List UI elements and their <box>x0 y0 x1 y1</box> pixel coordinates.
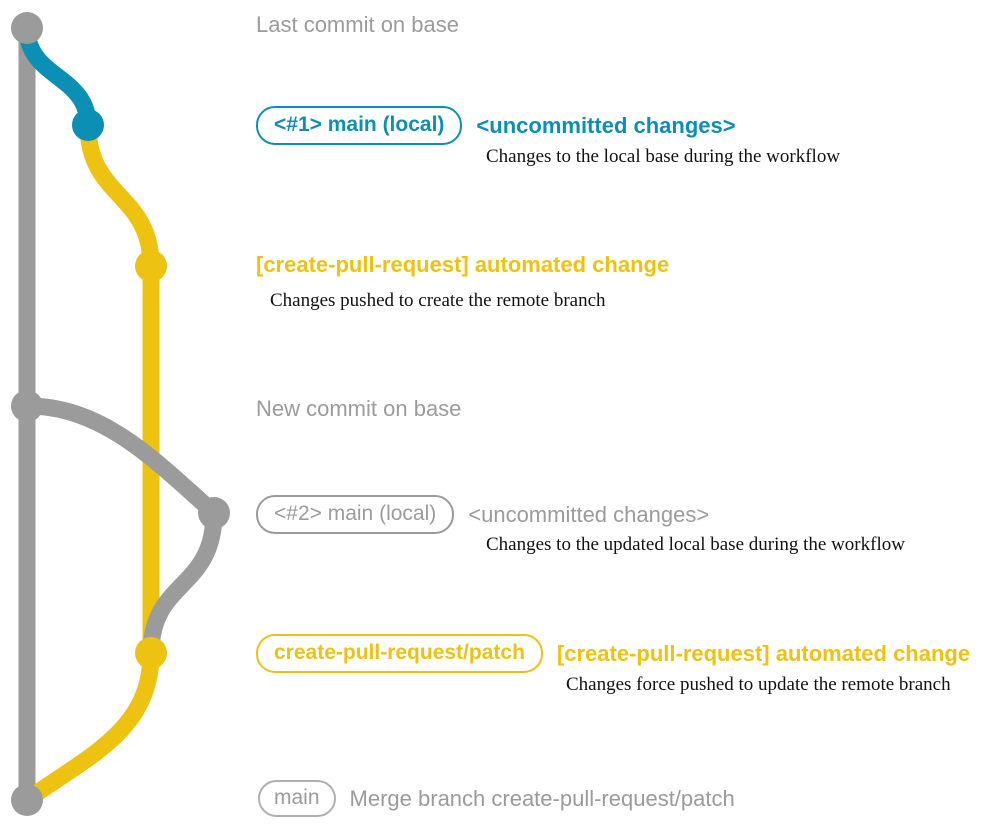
entry-automated-change-1: [create-pull-request] automated change <box>256 252 669 278</box>
node-local-commit-1 <box>72 109 104 141</box>
note-automated-change-1: Changes pushed to create the remote bran… <box>270 290 606 311</box>
ref-badge-create-pull-request-patch[interactable]: create-pull-request/patch <box>256 634 543 674</box>
node-base-head <box>11 12 43 44</box>
headline-last-commit-on-base: Last commit on base <box>256 12 459 37</box>
subject-local-main-1: <uncommitted changes> <box>476 112 736 138</box>
entry-last-commit-on-base: Last commit on base <box>256 12 459 38</box>
ref-badge-main[interactable]: main <box>258 780 336 818</box>
edge-local-1-to-patch-1 <box>79 116 160 275</box>
edge-patch-to-merge <box>18 644 160 809</box>
commit-nodes <box>11 12 230 816</box>
subject-merge-commit: Merge branch create-pull-request/patch <box>349 785 735 811</box>
ref-badge-local-main-1[interactable]: <#1> main (local) <box>256 106 463 146</box>
entry-local-main-2: <#2> main (local) <uncommitted changes> <box>256 495 710 535</box>
edge-local-2-to-patch-2 <box>142 504 223 662</box>
entry-automated-change-2: create-pull-request/patch [create-pull-r… <box>256 634 971 674</box>
entry-new-commit-on-base: New commit on base <box>256 396 461 422</box>
subject-local-main-2: <uncommitted changes> <box>468 501 710 527</box>
entry-local-main-1: <#1> main (local) <uncommitted changes> <box>256 106 736 146</box>
note-automated-change-2: Changes force pushed to update the remot… <box>566 674 951 695</box>
note-local-main-2: Changes to the updated local base during… <box>486 534 905 555</box>
entry-merge-commit: main Merge branch create-pull-request/pa… <box>258 780 735 818</box>
note-local-main-1: Changes to the local base during the wor… <box>486 146 841 167</box>
node-local-commit-2 <box>198 497 230 529</box>
headline-automated-change-1: [create-pull-request] automated change <box>256 252 670 277</box>
ref-badge-local-main-2[interactable]: <#2> main (local) <box>256 495 455 535</box>
edge-base-to-local-1 <box>18 19 97 134</box>
node-patch-commit-1 <box>135 250 167 282</box>
headline-new-commit-on-base: New commit on base <box>256 396 462 421</box>
node-patch-commit-2 <box>135 637 167 669</box>
node-base-new <box>11 390 43 422</box>
edge-base-to-local-2 <box>18 397 223 522</box>
subject-automated-change-2: [create-pull-request] automated change <box>556 640 971 666</box>
node-merge <box>11 784 43 816</box>
